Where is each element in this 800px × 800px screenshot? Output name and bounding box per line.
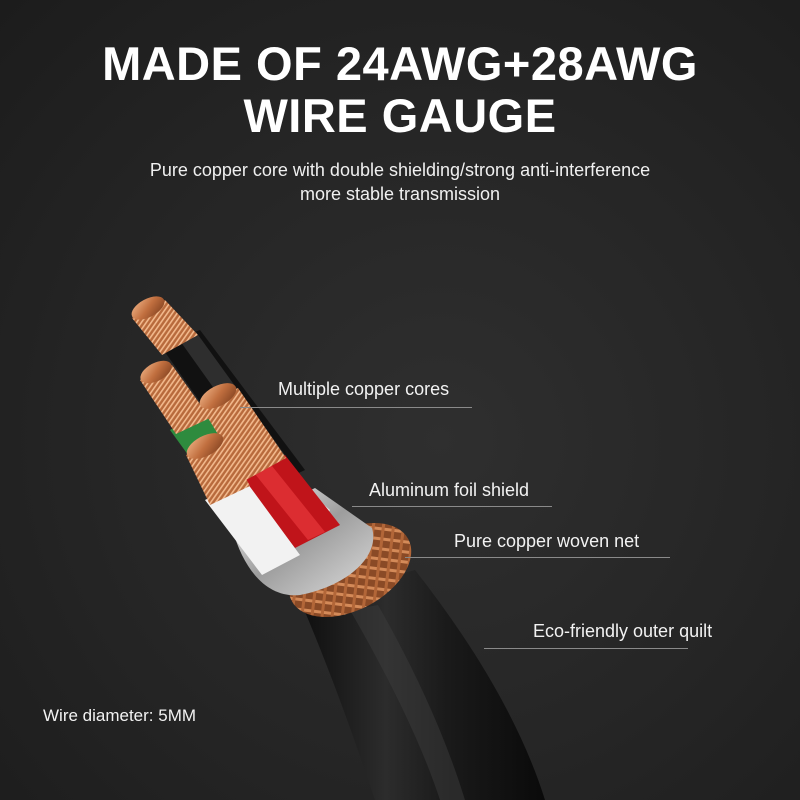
red-core-end (199, 383, 237, 409)
braid-leader-line (405, 557, 670, 558)
foil-leader-line (352, 506, 552, 507)
subtitle: Pure copper core with double shielding/s… (0, 158, 800, 206)
jacket-callout: Eco-friendly outer quilt (533, 621, 713, 641)
braid-callout: Pure copper woven net (454, 531, 640, 551)
foil-callout: Aluminum foil shield (369, 480, 530, 500)
cores-callout: Multiple copper cores (278, 379, 450, 399)
black-core-end (131, 296, 165, 320)
headline: MADE OF 24AWG+28AWG WIRE GAUGE (0, 38, 800, 142)
wire-diameter-label: Wire diameter: 5MM (43, 706, 197, 725)
subtitle-line-2: more stable transmission (299, 184, 501, 204)
headline-line-1: MADE OF 24AWG+28AWG (102, 37, 698, 90)
red-core-copper (200, 388, 286, 480)
headline-line-2: WIRE GAUGE (243, 89, 557, 142)
white-core-insulation (205, 480, 300, 575)
green-core-end (140, 360, 172, 384)
jacket-leader-line (484, 648, 688, 649)
cores-leader-line (240, 407, 472, 408)
green-core-copper (140, 365, 210, 434)
subtitle-line-1: Pure copper core with double shielding/s… (149, 160, 651, 180)
jacket-highlight (350, 605, 465, 800)
white-core-end (186, 433, 224, 459)
